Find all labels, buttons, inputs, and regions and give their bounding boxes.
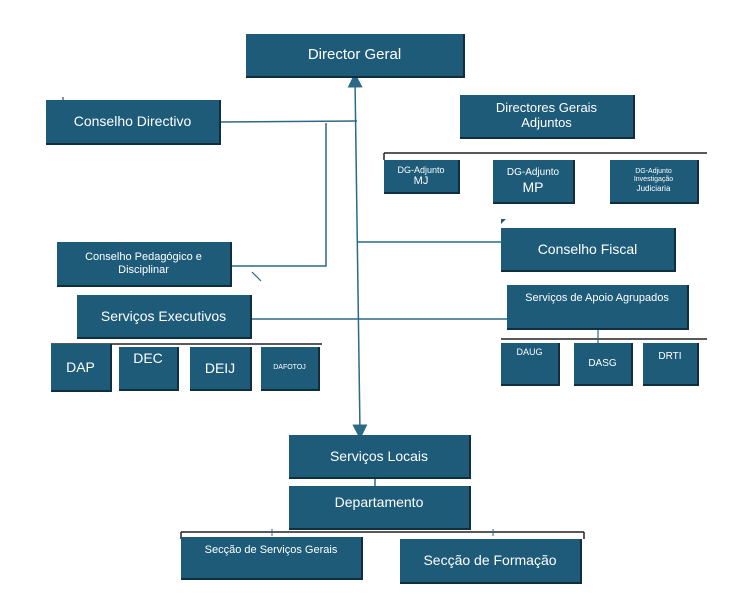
conselho-fiscal-box: Conselho Fiscal <box>501 228 676 272</box>
conselho-directivo-connector <box>220 120 358 123</box>
daug-box: DAUG <box>501 343 560 386</box>
seccao-servicos-gerais-box: Secção de Serviços Gerais <box>181 537 363 580</box>
conselho-pedagogico-line1: Conselho Pedagógico e <box>85 250 202 263</box>
conselho-pedagogico-connector <box>232 123 327 267</box>
directores-adjuntos-line1: Directores Gerais <box>495 100 598 116</box>
dg-ij-line3: Judiciaria <box>636 184 671 194</box>
deij-label: DEIJ <box>204 359 236 376</box>
dafotoj-box: DAFOTOJ <box>261 347 320 391</box>
conselho-directivo-label: Conselho Directivo <box>73 113 192 130</box>
dap-label: DAP <box>66 358 95 375</box>
dg-mp-line1: DG-Adjunto <box>506 167 560 179</box>
drti-label: DRTI <box>658 351 682 362</box>
conselho-directivo-box: Conselho Directivo <box>46 100 221 145</box>
conselho-fiscal-label: Conselho Fiscal <box>537 240 638 257</box>
dec-box: DEC <box>119 347 179 391</box>
dec-label: DEC <box>133 350 163 366</box>
seccao-formacao-label: Secção de Formação <box>423 552 557 569</box>
dg-adjunto-mj-box: DG-Adjunto MJ <box>384 160 460 194</box>
corner-marker <box>501 219 506 224</box>
dg-mp-line2: MP <box>522 178 544 195</box>
conselho-pedagogico-box: Conselho Pedagógico e Disciplinar <box>57 242 232 287</box>
tick-mark <box>251 271 262 282</box>
servicos-apoio-label: Serviços de Apoio Agrupados <box>525 292 669 304</box>
deij-box: DEIJ <box>190 347 252 391</box>
dafotoj-label: DAFOTOJ <box>273 363 306 371</box>
drti-box: DRTI <box>643 343 699 386</box>
dg-ij-line2: Investigação <box>633 176 674 184</box>
dg-mj-line1: DG-Adjunto <box>397 164 445 175</box>
dg-ij-line1: DG-Adjunto <box>635 168 672 176</box>
directores-adjuntos-line2: Adjuntos <box>521 115 572 130</box>
seccao-formacao-box: Secção de Formação <box>400 539 582 584</box>
seccao-servicos-gerais-label: Secção de Serviços Gerais <box>204 544 338 556</box>
dg-adjunto-mp-box: DG-Adjunto MP <box>493 160 575 204</box>
directores-adjuntos-box: Directores Gerais Adjuntos <box>460 95 635 139</box>
main-vertical-arrow <box>347 72 368 440</box>
dg-mj-line2: MJ <box>413 174 429 187</box>
departamento-box: Departamento <box>289 486 471 530</box>
servicos-executivos-box: Serviços Executivos <box>77 295 252 339</box>
dap-box: DAP <box>51 344 112 392</box>
servicos-locais-label: Serviços Locais <box>329 447 429 464</box>
director-geral-label: Director Geral <box>307 46 402 64</box>
director-geral-box: Director Geral <box>246 34 465 78</box>
departamento-label: Departamento <box>334 494 424 510</box>
dasg-label: DASG <box>588 357 617 369</box>
conselho-pedagogico-line2: Disciplinar <box>118 263 169 276</box>
daug-label: DAUG <box>516 347 543 357</box>
servicos-locais-box: Serviços Locais <box>289 435 471 479</box>
servicos-executivos-label: Serviços Executivos <box>100 307 227 324</box>
servicos-apoio-box: Serviços de Apoio Agrupados <box>507 285 689 330</box>
dg-adjunto-ij-box: DG-Adjunto Investigação Judiciaria <box>610 160 699 204</box>
dasg-box: DASG <box>574 343 633 386</box>
